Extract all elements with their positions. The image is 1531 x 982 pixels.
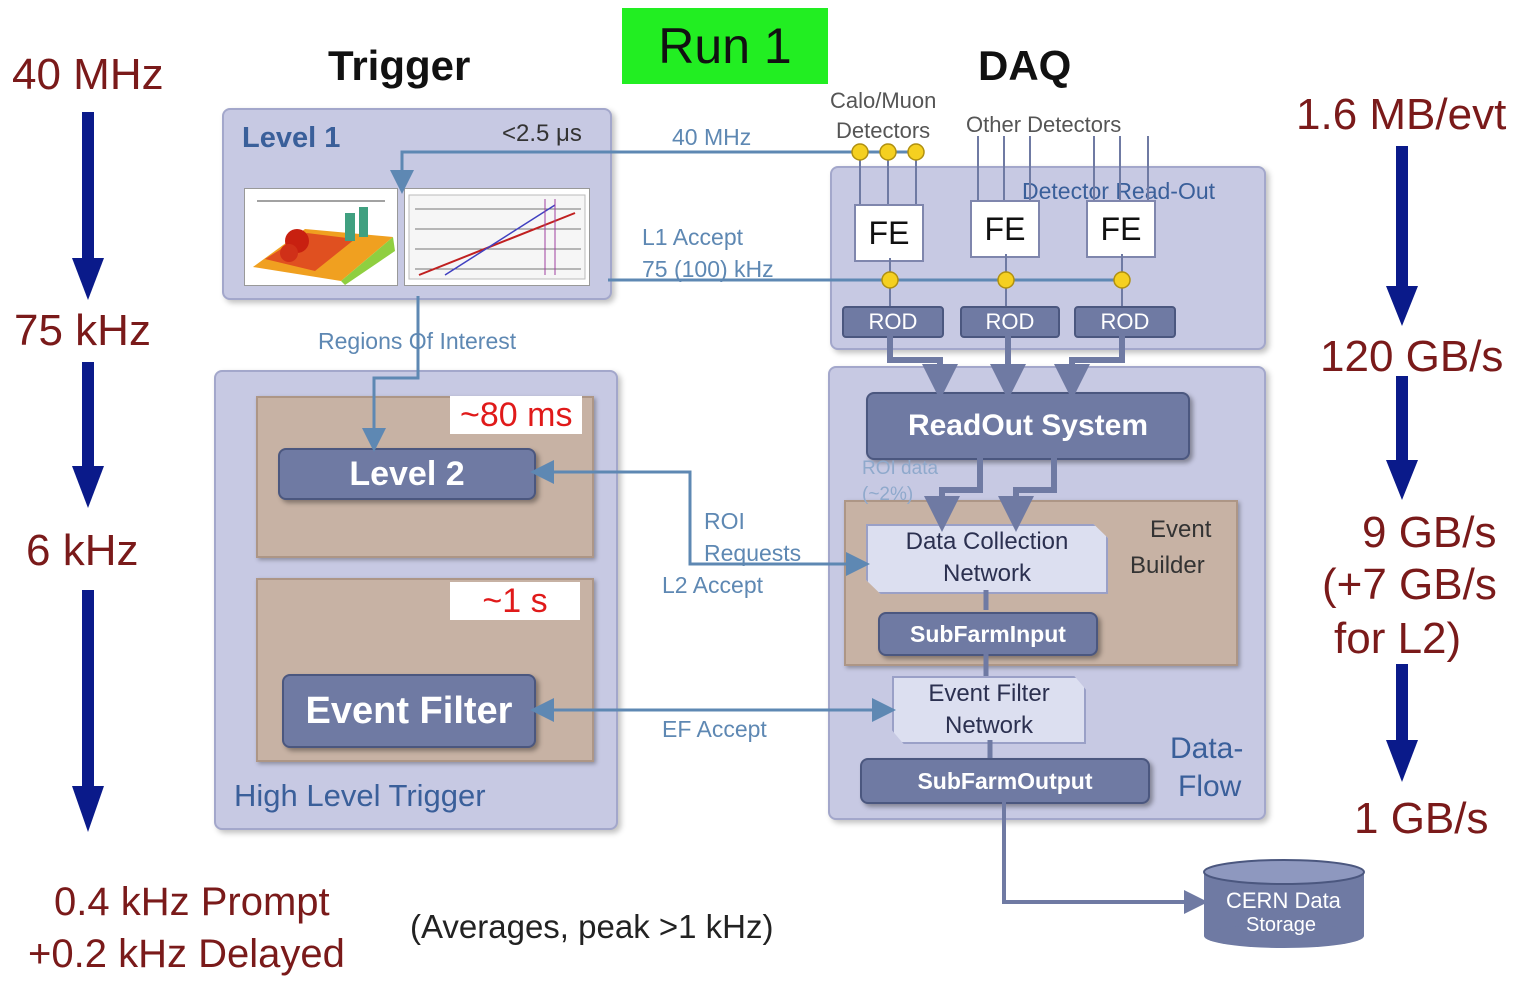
level2-label: Level 2: [349, 454, 465, 493]
line-roi: [362, 296, 420, 452]
label-roi-requests-1: ROI: [704, 508, 745, 534]
label-l1-accept-2: 75 (100) kHz: [642, 256, 774, 282]
ros-to-dcn: [924, 458, 1057, 532]
detector-wires: [859, 136, 1149, 306]
dcn-line-2: Network: [942, 560, 1032, 587]
other-detectors-label: Other Detectors: [966, 112, 1122, 137]
label-roi-data-1: ROI data: [862, 458, 939, 479]
storage-cylinder: [1203, 859, 1365, 948]
detector-dots: [851, 143, 1131, 289]
rate-7gbs: (+7 GB/s: [1322, 560, 1497, 609]
label-roi-requests-2: Requests: [704, 540, 802, 566]
hlt-label: High Level Trigger: [234, 778, 486, 813]
label-l2-accept: L2 Accept: [662, 572, 764, 598]
subfarm-input-label: SubFarmInput: [910, 620, 1066, 647]
trigger-heading: Trigger: [328, 42, 471, 89]
line-to-storage: [1002, 800, 1208, 914]
calorimeter-image: [244, 188, 398, 286]
calo-muon-label-2: Detectors: [836, 118, 931, 143]
efn-line-1: Event Filter: [928, 680, 1050, 707]
dataflow-label-1: Data-: [1170, 732, 1244, 765]
dcn-line-1: Data Collection: [905, 528, 1069, 555]
fe-box-3[interactable]: FE: [1086, 200, 1156, 258]
label-l1-accept-1: L1 Accept: [642, 224, 744, 250]
rate-75khz: 75 kHz: [14, 306, 151, 355]
output-delayed: +0.2 kHz Delayed: [28, 932, 345, 976]
line-roi-requests: [530, 460, 870, 576]
dataflow-label-2: Flow: [1178, 770, 1242, 803]
event-builder-line-2: Builder: [1130, 552, 1205, 579]
run-title-box: Run 1: [622, 8, 828, 84]
label-40mhz: 40 MHz: [672, 124, 752, 150]
calo-muon-label-1: Calo/Muon: [830, 88, 937, 113]
ef-time: ~1 s: [450, 582, 580, 620]
dataflow-chain: [983, 590, 993, 758]
run-title: Run 1: [658, 18, 792, 74]
rate-6khz: 6 kHz: [26, 526, 139, 575]
rod-box-3[interactable]: ROD: [1074, 306, 1176, 338]
rate-event-size: 1.6 MB/evt: [1296, 90, 1507, 139]
efn-line-2: Network: [944, 712, 1034, 739]
event-filter-network[interactable]: Event Filter Network: [892, 676, 1086, 744]
muon-image: [404, 188, 590, 286]
data-collection-network[interactable]: Data Collection Network: [866, 524, 1108, 594]
level2-time: ~80 ms: [450, 396, 583, 434]
rod-box-1[interactable]: ROD: [842, 306, 944, 338]
readout-system-box[interactable]: ReadOut System: [866, 392, 1190, 460]
rate-1gbs: 1 GB/s: [1354, 794, 1489, 843]
label-ef-accept: EF Accept: [662, 716, 767, 742]
rate-for-l2: for L2): [1334, 614, 1462, 663]
level1-latency: <2.5 μs: [502, 120, 582, 147]
left-rate-arrows: [72, 112, 104, 832]
daq-heading: DAQ: [978, 42, 1072, 89]
label-roi-data-2: (~2%): [862, 484, 914, 505]
averages-note: (Averages, peak >1 kHz): [410, 908, 774, 945]
readout-title: Detector Read-Out: [1022, 178, 1216, 204]
level1-title: Level 1: [242, 122, 341, 154]
right-rate-arrows: [1386, 146, 1418, 782]
rate-9gbs: 9 GB/s: [1362, 508, 1497, 557]
line-40mhz: [390, 150, 915, 194]
event-filter-label: Event Filter: [305, 689, 513, 732]
output-prompt: 0.4 kHz Prompt: [54, 880, 330, 924]
storage-line-2: Storage: [1246, 914, 1317, 936]
rate-40mhz: 40 MHz: [12, 50, 164, 99]
event-filter-box[interactable]: Event Filter: [282, 674, 536, 748]
rate-120gbs: 120 GB/s: [1320, 332, 1504, 381]
label-roi: Regions Of Interest: [318, 328, 517, 354]
readout-system-label: ReadOut System: [907, 409, 1149, 442]
storage-line-1: CERN Data: [1226, 888, 1341, 913]
rod-to-ros: [887, 336, 1125, 400]
level2-box[interactable]: Level 2: [278, 448, 536, 500]
subfarm-input-box[interactable]: SubFarmInput: [878, 612, 1098, 656]
subfarm-output-label: SubFarmOutput: [917, 767, 1093, 794]
event-builder-line-1: Event: [1150, 516, 1212, 543]
fe-box-1[interactable]: FE: [854, 204, 924, 262]
